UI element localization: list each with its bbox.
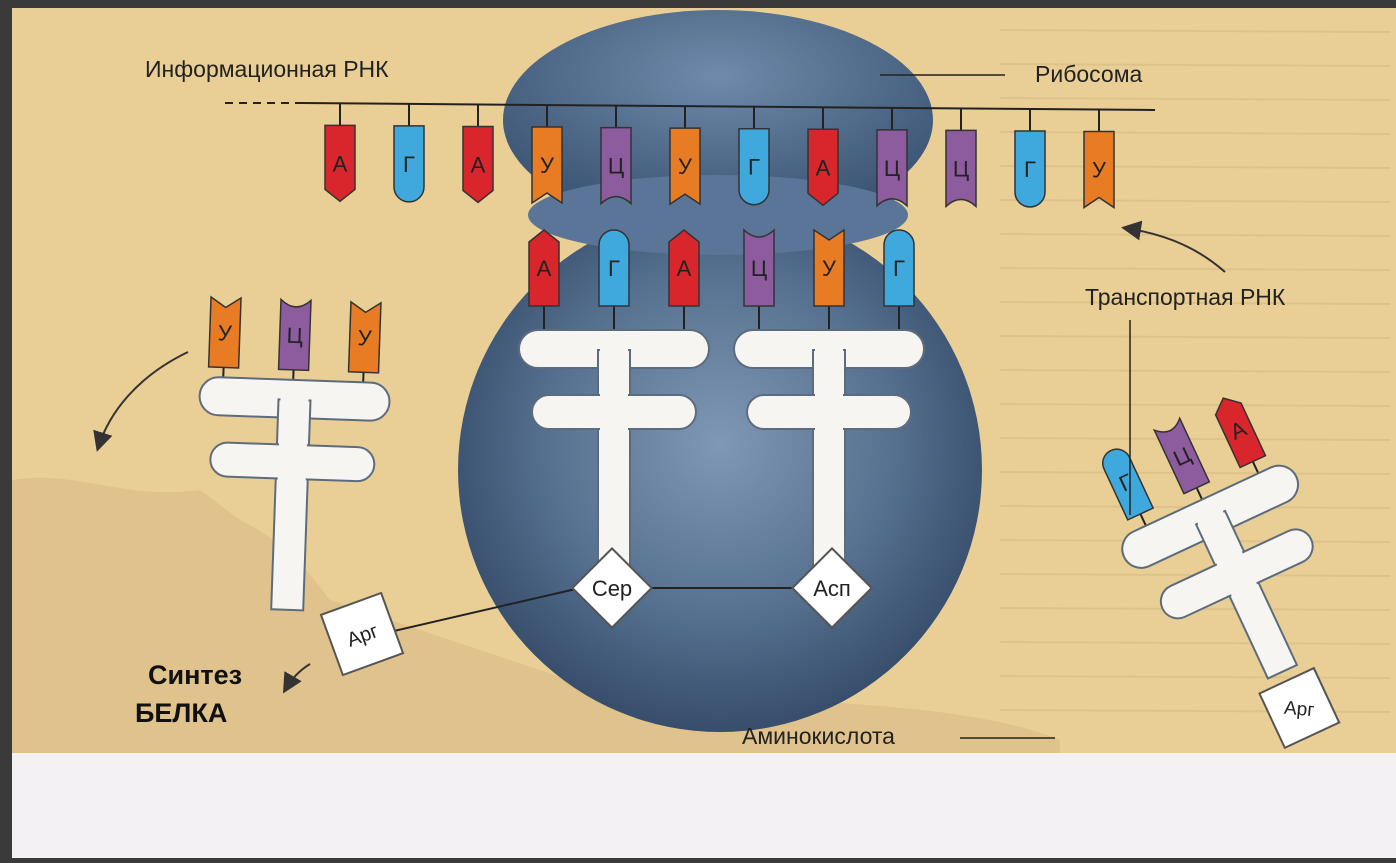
svg-text:А: А <box>816 155 831 180</box>
ribosome <box>458 10 982 732</box>
svg-text:Ц: Ц <box>751 256 767 281</box>
svg-text:А: А <box>677 256 692 281</box>
mrna-base: Ц <box>946 130 976 206</box>
svg-text:У: У <box>1092 158 1107 183</box>
svg-text:Ц: Ц <box>953 156 969 181</box>
label-trna: Транспортная РНК <box>1085 284 1286 310</box>
mrna-base: А <box>808 129 838 205</box>
anticodon-base: У <box>209 297 241 368</box>
anticodon-base: Ц <box>744 230 774 306</box>
svg-text:У: У <box>357 325 373 351</box>
anticodon-base: У <box>349 302 381 373</box>
svg-text:У: У <box>822 256 837 281</box>
label-ribosome: Рибосома <box>1035 61 1143 87</box>
svg-text:А: А <box>333 151 348 176</box>
mrna-base: Ц <box>601 128 631 204</box>
mrna-base: А <box>463 126 493 202</box>
anticodon-base: А <box>669 230 699 306</box>
label-amino-acid: Аминокислота <box>742 723 895 749</box>
svg-text:А: А <box>471 152 486 177</box>
svg-text:Г: Г <box>893 256 905 281</box>
amino-acid-arg-right-label: Арг <box>1283 698 1315 722</box>
anticodon-base: А <box>529 230 559 306</box>
svg-text:Ц: Ц <box>608 154 624 179</box>
mrna-base: У <box>532 127 562 203</box>
mrna-base: У <box>1084 132 1114 208</box>
mrna-base: Г <box>739 129 769 205</box>
anticodon-base: Г <box>884 230 914 306</box>
mrna-base: Г <box>1015 131 1045 207</box>
svg-text:У: У <box>540 153 555 178</box>
mrna-base: Ц <box>877 130 907 206</box>
svg-text:У: У <box>217 320 233 346</box>
label-synthesis-line2: БЕЛКА <box>135 698 227 728</box>
mrna-base: Г <box>394 126 424 202</box>
anticodon-base: У <box>814 230 844 306</box>
anticodon-base: Ц <box>279 299 311 370</box>
label-synthesis-line1: Синтез <box>148 660 242 690</box>
svg-text:Ц: Ц <box>286 323 303 349</box>
amino-acid-asp-label: Асп <box>813 576 851 601</box>
svg-text:У: У <box>678 154 693 179</box>
label-mrna: Информационная РНК <box>145 56 389 82</box>
svg-text:Ц: Ц <box>884 156 900 181</box>
anticodon-base: Г <box>599 230 629 306</box>
ribosome-neck <box>528 175 908 255</box>
svg-text:Г: Г <box>748 155 760 180</box>
amino-acid-ser-label: Сер <box>592 576 632 601</box>
svg-text:Г: Г <box>403 152 415 177</box>
mrna-base: У <box>670 128 700 204</box>
svg-text:А: А <box>537 256 552 281</box>
svg-text:Г: Г <box>1024 157 1036 182</box>
mrna-base: А <box>325 125 355 201</box>
svg-text:Г: Г <box>608 256 620 281</box>
